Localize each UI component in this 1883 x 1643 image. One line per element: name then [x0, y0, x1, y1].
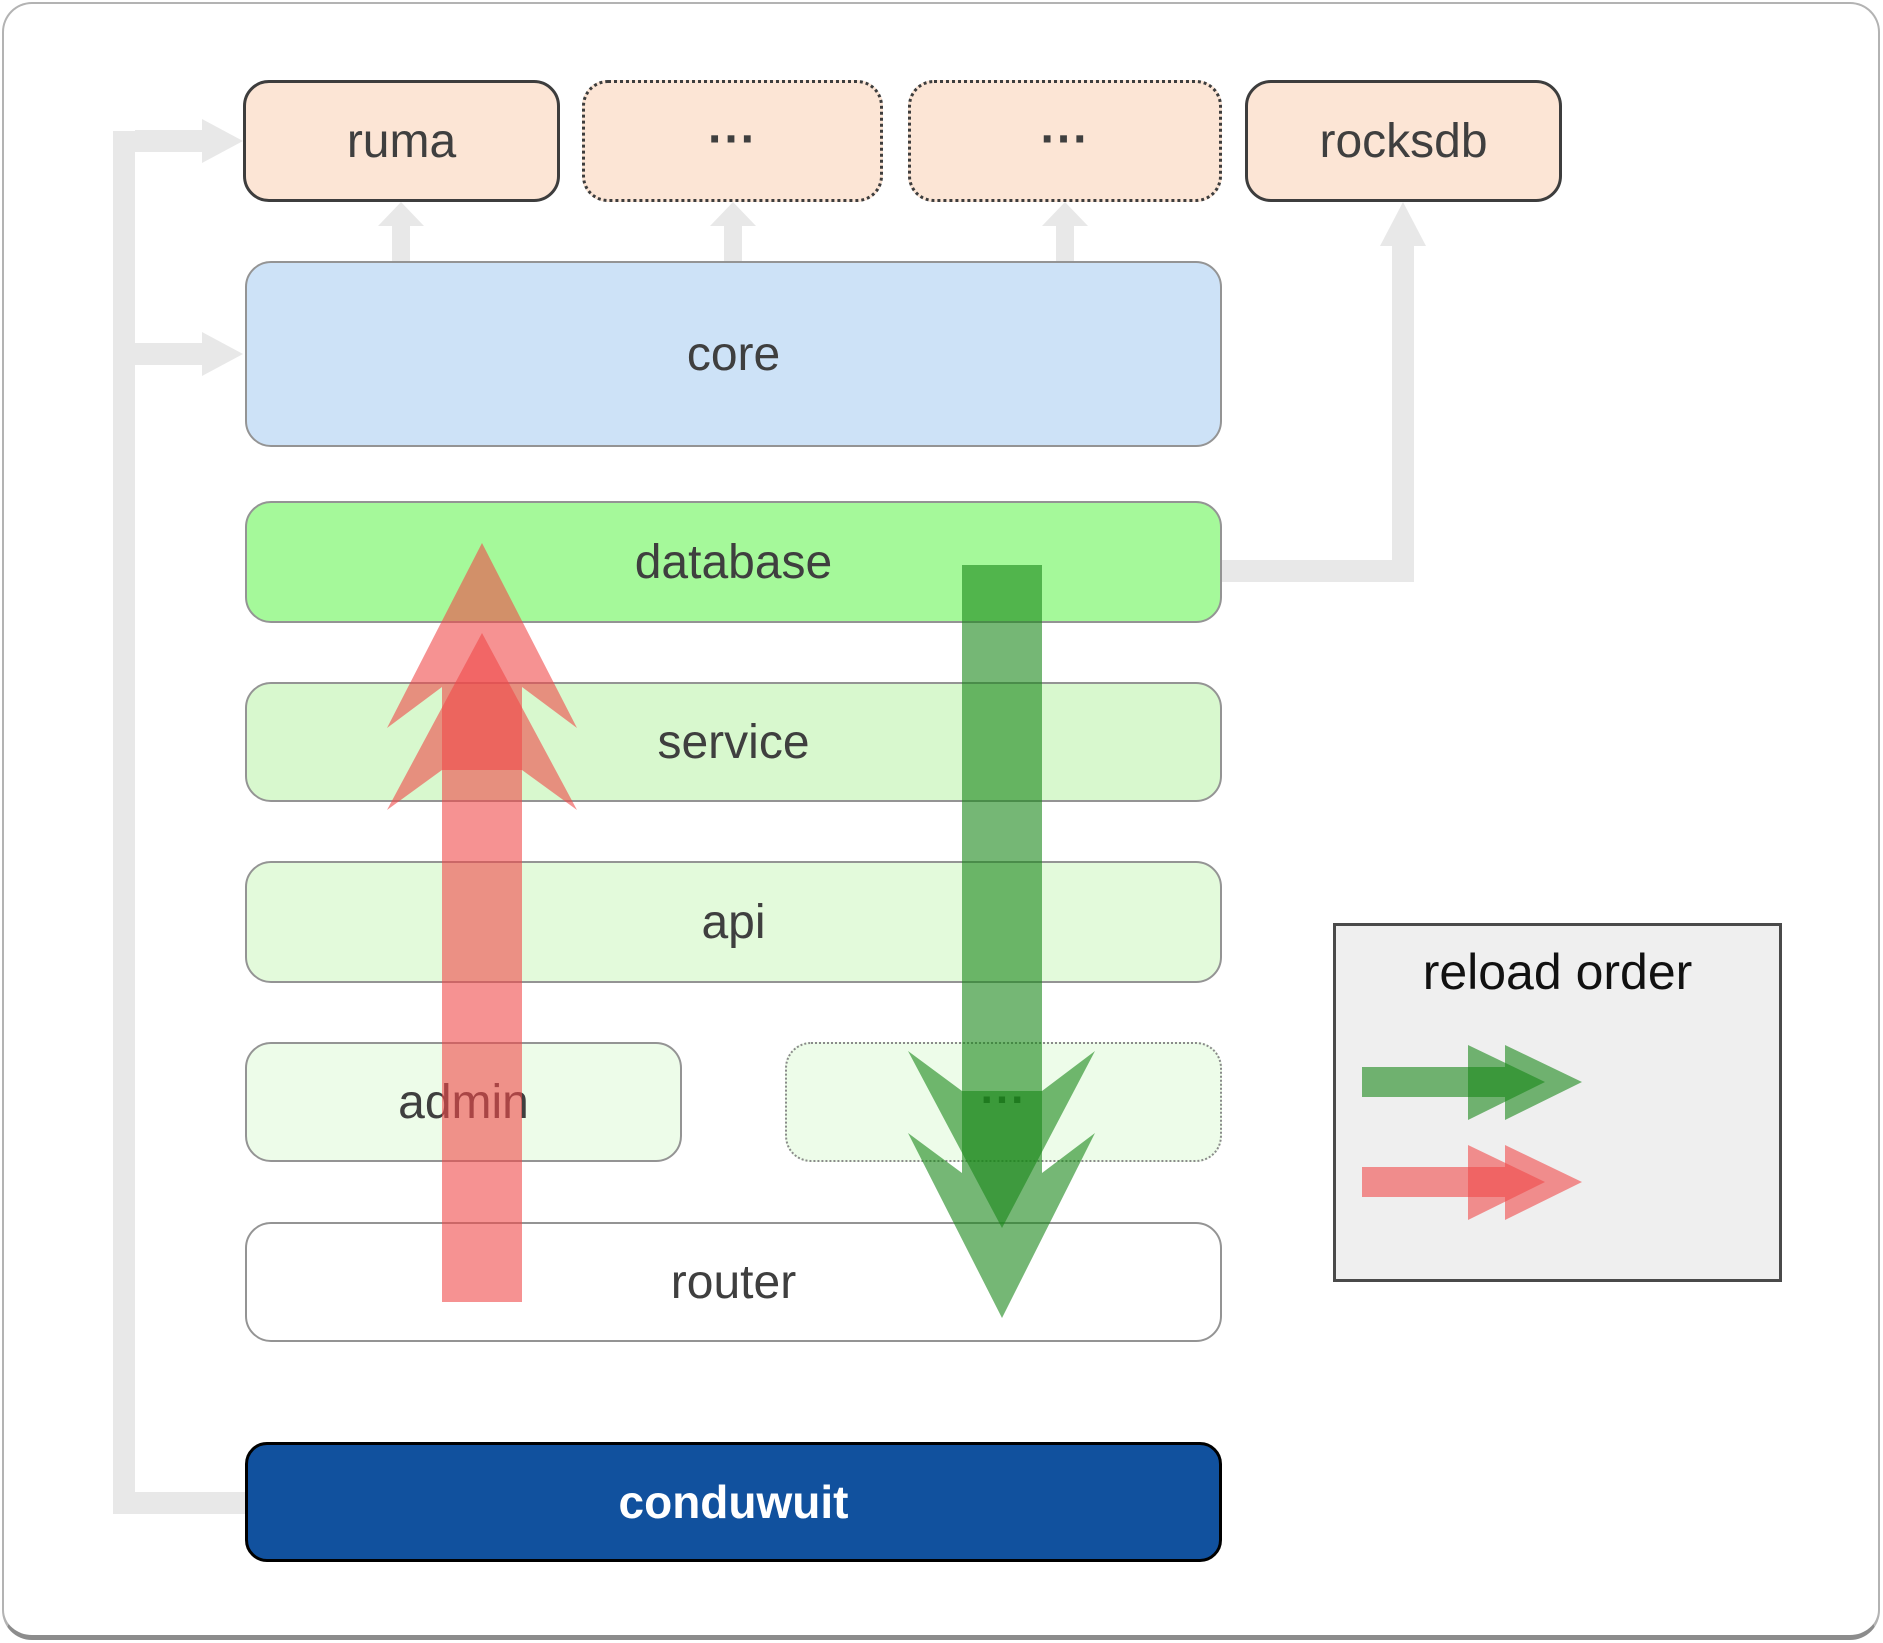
box-conduwuit-label: conduwuit — [618, 1476, 849, 1528]
box-ellipsis-2: ... — [908, 80, 1222, 202]
connector-core-shaft — [135, 343, 204, 365]
box-ellipsis-1: ... — [582, 80, 883, 202]
core-to-ellipsis2-shaft — [1056, 224, 1074, 261]
connector-rocksdb-vertical — [1392, 244, 1414, 582]
box-database-label: database — [634, 535, 833, 589]
box-conduwuit: conduwuit — [245, 1442, 1222, 1562]
box-ellipsis-2-label: ... — [1040, 100, 1090, 154]
core-to-ellipsis2-arrowhead-icon — [1042, 202, 1088, 226]
box-database: database — [245, 501, 1222, 623]
connector-left-bottom — [113, 1492, 245, 1514]
box-core: core — [245, 261, 1222, 447]
box-ellipsis-1-label: ... — [707, 100, 757, 154]
arrowhead-into-rocksdb-icon — [1380, 202, 1426, 246]
box-ruma-label: ruma — [346, 114, 457, 168]
box-core-label: core — [686, 327, 781, 381]
connector-left-vertical — [113, 131, 135, 1514]
legend-reload-order: reload order — [1333, 923, 1782, 1282]
box-ruma: ruma — [243, 80, 560, 202]
core-to-ruma-shaft — [392, 224, 410, 261]
core-to-ellipsis1-arrowhead-icon — [710, 202, 756, 226]
box-router-label: router — [670, 1255, 797, 1309]
arrowhead-into-core-icon — [202, 332, 243, 376]
box-rocksdb-label: rocksdb — [1319, 114, 1488, 168]
core-to-ruma-arrowhead-icon — [378, 202, 424, 226]
connector-rocksdb-horizontal — [1222, 560, 1414, 582]
box-api: api — [245, 861, 1222, 983]
core-to-ellipsis1-shaft — [724, 224, 742, 261]
box-api-label: api — [701, 895, 766, 949]
legend-title: reload order — [1422, 944, 1693, 1000]
box-rocksdb: rocksdb — [1245, 80, 1562, 202]
arrowhead-into-ruma-icon — [202, 119, 243, 163]
connector-ruma-shaft — [135, 130, 204, 152]
box-router: router — [245, 1222, 1222, 1342]
box-service: service — [245, 682, 1222, 802]
box-service-label: service — [657, 715, 810, 769]
